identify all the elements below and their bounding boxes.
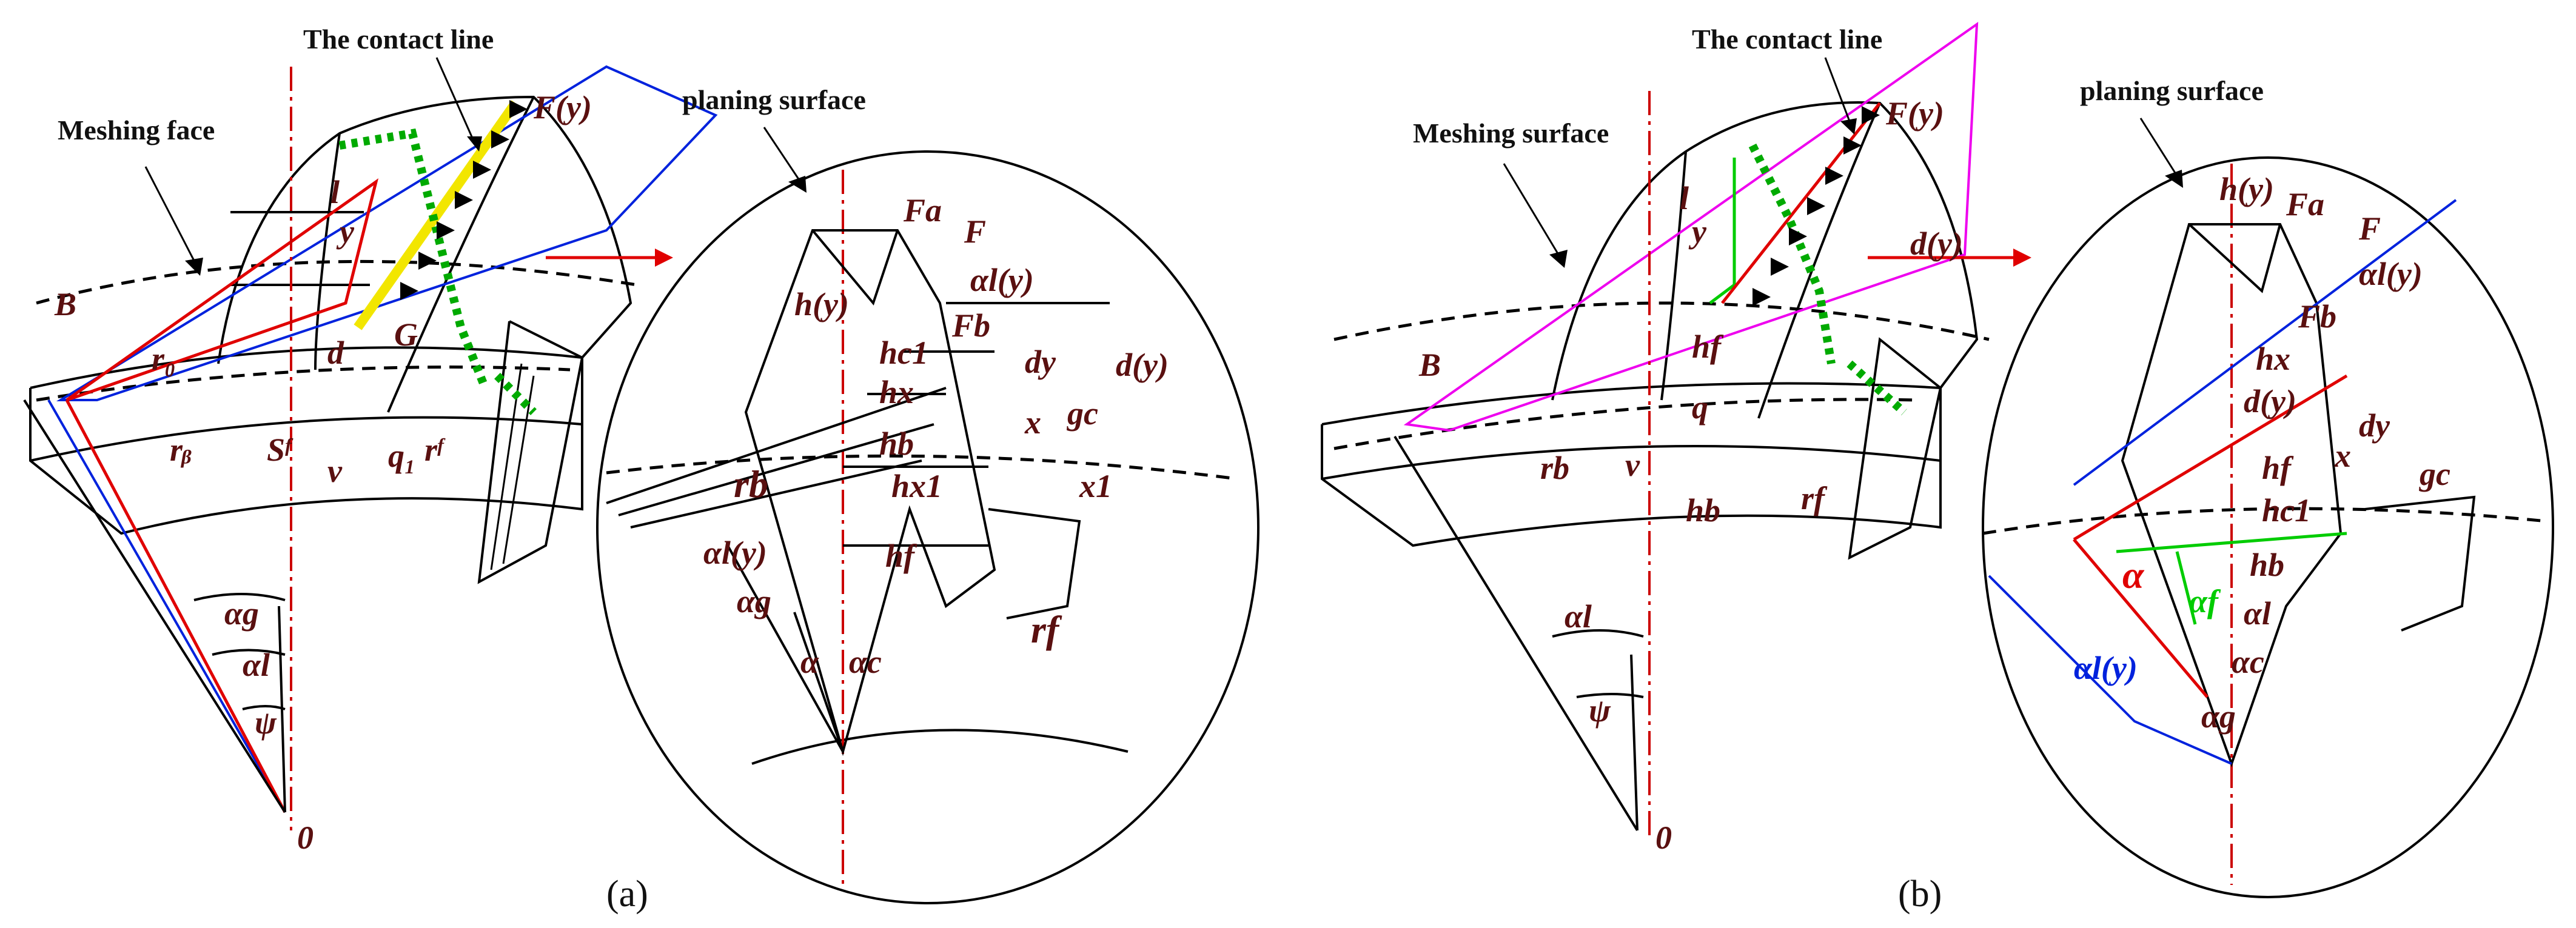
force-arrows-b [1753, 106, 1880, 306]
label-G-a: G [394, 316, 418, 353]
zoom-a-alpha-ly2: αl(y) [703, 535, 767, 571]
zoom-a-dyy: d(y) [1116, 347, 1169, 383]
meshing-surface-outline [1403, 22, 1979, 432]
label-l-a: l [330, 174, 340, 210]
zoom-a-alpha-g: αg [737, 583, 771, 619]
zoom-a-hc1: hc1 [879, 335, 928, 371]
label-v-a: v [327, 453, 343, 489]
zoom-a-Fb: Fb [951, 307, 990, 344]
zoom-a-dy: dy [1025, 344, 1056, 380]
label-alpha-g-a: αg [224, 595, 259, 632]
ring-top-edge-a [30, 346, 583, 389]
zoom-b-alpha-f: αf [2189, 583, 2221, 619]
title-contact-line-a: The contact line [303, 24, 494, 55]
zoom-a-rb: rb [734, 462, 768, 506]
label-Sf-a: Sᶠ [267, 432, 293, 468]
zoom-b-dyy: d(y) [2244, 383, 2296, 419]
label-y-a: y [336, 213, 355, 250]
zoom-a-hy: h(y) [794, 286, 849, 322]
ring-mid-edge-a [30, 416, 583, 462]
title-planing-a: planing surface [682, 84, 866, 115]
zoom-a-Fa: Fa [903, 192, 942, 229]
label-d-a: d [327, 335, 344, 371]
label-l-b: l [1680, 180, 1689, 216]
zoom-b-F: F [2358, 210, 2381, 247]
zoom-circle-a: Fa F αl(y) h(y) Fb hc1 hx dy d(y) x gc h… [596, 150, 1259, 904]
panel-b: The contact line Meshing surface planing… [1321, 22, 2554, 915]
panel-label-a: (a) [606, 873, 648, 915]
label-B-a: B [54, 286, 76, 322]
zoom-a-hx1: hx1 [891, 468, 942, 504]
label-y-b: y [1688, 213, 1707, 250]
label-alpha-l-b: αl [1565, 598, 1592, 635]
red-line-a [65, 178, 379, 813]
title-meshing-surface-b: Meshing surface [1413, 118, 1609, 149]
zoom-circle-b: h(y) Fa F αl(y) Fb hx d(y) dy x hf gc hc… [1982, 156, 2554, 898]
force-arrows-a [400, 100, 528, 300]
addendum-circle-a [36, 259, 637, 305]
label-Fy-b: F(y) [1885, 95, 1944, 132]
zoom-a-x1: x1 [1079, 468, 1112, 504]
zoom-a-hx: hx [879, 374, 914, 410]
title-planing-b: planing surface [2080, 75, 2264, 106]
zoom-a-rf: rf [1031, 608, 1062, 651]
label-rf-b: rf [1801, 480, 1828, 516]
zoom-a-gc: gc [1067, 395, 1098, 432]
zoom-b-hx: hx [2256, 341, 2290, 377]
label-alpha-l-a: αl [243, 647, 270, 683]
zoom-b-alpha-ly2: αl(y) [2074, 650, 2138, 686]
zoom-a-alpha-c: αc [849, 644, 882, 680]
label-hf-b: hf [1692, 329, 1724, 365]
zoom-b-hy: h(y) [2219, 171, 2274, 207]
label-rb-a: rᵦ [170, 432, 192, 468]
zoom-b-alpha-l: αl [2244, 595, 2271, 632]
label-origin-a: 0 [297, 820, 314, 856]
zoom-b-hb: hb [2250, 547, 2284, 583]
zoom-b-alpha: α [2122, 553, 2145, 596]
zoom-b-hc1: hc1 [2262, 492, 2311, 529]
label-v-b: v [1625, 447, 1640, 483]
zoom-a-alpha-ly: αl(y) [970, 262, 1034, 298]
zoom-b-x: x [2334, 438, 2351, 474]
zoom-a-hf: hf [885, 538, 917, 574]
label-hb-b: hb [1686, 492, 1720, 529]
title-contact-line-b: The contact line [1692, 24, 1882, 55]
label-q1-a: q₁ [388, 438, 416, 474]
zoom-b-hf: hf [2262, 450, 2294, 486]
contact-line-red [1721, 102, 1881, 304]
zoom-b-Fa: Fa [2286, 186, 2324, 222]
label-q-b: q [1692, 389, 1708, 426]
label-B-b: B [1418, 347, 1441, 383]
zoom-b-dy: dy [2359, 407, 2390, 444]
root-circle-a [36, 366, 571, 402]
label-rb-b: rb [1540, 450, 1569, 486]
panel-a: The contact line Meshing face planing su… [23, 24, 1259, 915]
label-origin-b: 0 [1655, 820, 1672, 856]
zoom-b-alpha-g: αg [2201, 698, 2236, 735]
label-r0-a: r₀ [152, 341, 176, 377]
label-dyy-b: d(y) [1910, 225, 1963, 262]
zoom-b-alpha-ly: αl(y) [2359, 256, 2423, 292]
zoom-a-x: x [1024, 404, 1041, 441]
zoom-b-gc: gc [2419, 456, 2450, 492]
zoom-b-Fb: Fb [2298, 298, 2336, 335]
meshing-face-outline [56, 65, 718, 401]
zoom-a-hb: hb [879, 426, 914, 462]
title-meshing-face-a: Meshing face [58, 115, 215, 145]
label-psi-b: ψ [1589, 692, 1611, 729]
label-Fy-a: F(y) [533, 89, 592, 125]
zoom-b-alpha-c: αc [2232, 644, 2264, 680]
zoom-a-F: F [964, 213, 986, 250]
zoom-a-alpha: α [800, 644, 819, 680]
label-psi-a: ψ [255, 704, 277, 741]
tooth-outline-a [217, 95, 632, 364]
label-rf-a: rᶠ [424, 432, 446, 468]
panel-label-b: (b) [1898, 873, 1942, 915]
